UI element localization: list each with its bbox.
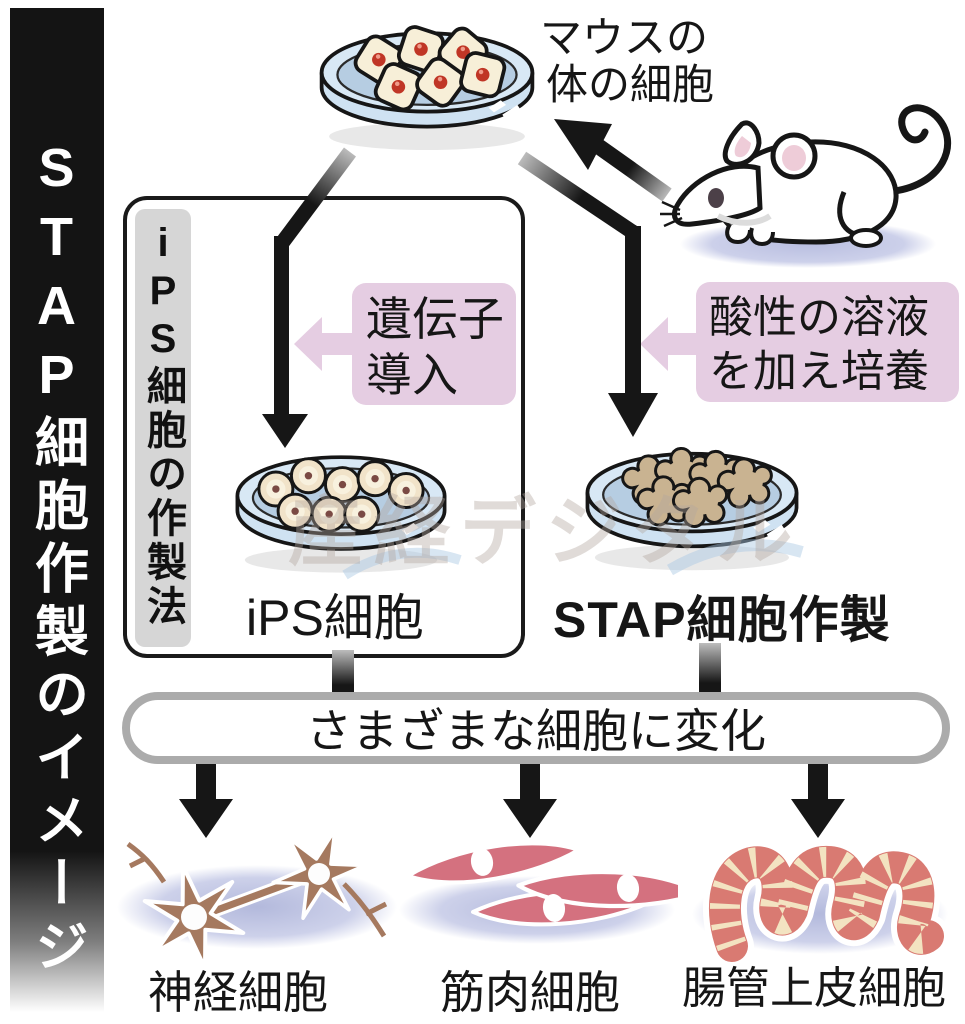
mouse-cells-caption: マウスの 体の細胞 [540, 14, 714, 108]
gene-callout-line2: 導入 [366, 349, 458, 402]
watermark-swoosh [342, 539, 804, 580]
muscle-cells-label: 筋肉細胞 [440, 967, 621, 1018]
stap-result-label: STAP細胞作製 [553, 592, 891, 648]
ips-cells-dish-icon [235, 455, 447, 573]
ips-method-box: iPS細胞の作製法 [123, 196, 525, 658]
acid-callout-left-arrow-icon [640, 317, 700, 371]
acid-solution-callout: 酸性の溶液 を加え培養 [696, 282, 959, 402]
neuron-cells-icon [117, 822, 397, 967]
mouse-cells-caption-line1: マウスの [540, 14, 709, 61]
ips-to-pill-connector [332, 650, 354, 700]
gene-introduction-callout: 遺伝子 導入 [352, 283, 516, 405]
stap-cells-dish-icon [585, 446, 799, 571]
arrow-to-intestinal-cells [791, 760, 845, 838]
side-title-bar: STAP細胞作製のイメージ [10, 8, 104, 1012]
diagram-title: STAP細胞作製のイメージ [26, 138, 87, 981]
stap-to-pill-connector [699, 643, 721, 700]
ips-result-label: iPS細胞 [246, 590, 424, 646]
muscle-cells-icon [399, 840, 678, 944]
mouse-illustration [660, 104, 952, 268]
arrow-to-nerve-cells [179, 760, 233, 838]
gene-callout-left-arrow-icon [294, 317, 354, 371]
arrow-dish-to-ips [262, 147, 357, 448]
arrow-dish-to-stap [517, 151, 658, 437]
ips-method-title: iPS細胞の作製法 [141, 221, 185, 629]
intestinal-epithelium-icon [692, 818, 953, 968]
round-cells [257, 457, 425, 533]
mouse-paws [725, 222, 883, 248]
nerve-cells-label: 神経細胞 [148, 967, 329, 1018]
gene-callout-line1: 遺伝子 [366, 293, 504, 345]
mouse-cells-caption-line2: 体の細胞 [546, 61, 715, 109]
watermark: 産経デジタル [288, 490, 803, 575]
intestinal-cells-label: 腸管上皮細胞 [682, 964, 946, 1013]
square-cells [353, 25, 507, 112]
acid-callout-line1: 酸性の溶液 [709, 293, 929, 342]
arrow-mouse-to-dish [554, 119, 672, 202]
mouse-cells-dish-icon [319, 25, 535, 150]
ips-method-title-strip: iPS細胞の作製法 [135, 209, 191, 647]
transformation-pill: さまざまな細胞に変化 [122, 692, 950, 764]
transformation-label: さまざまな細胞に変化 [306, 705, 766, 757]
acid-callout-line2: を加え培養 [709, 346, 929, 396]
arrow-to-muscle-cells [503, 760, 557, 838]
